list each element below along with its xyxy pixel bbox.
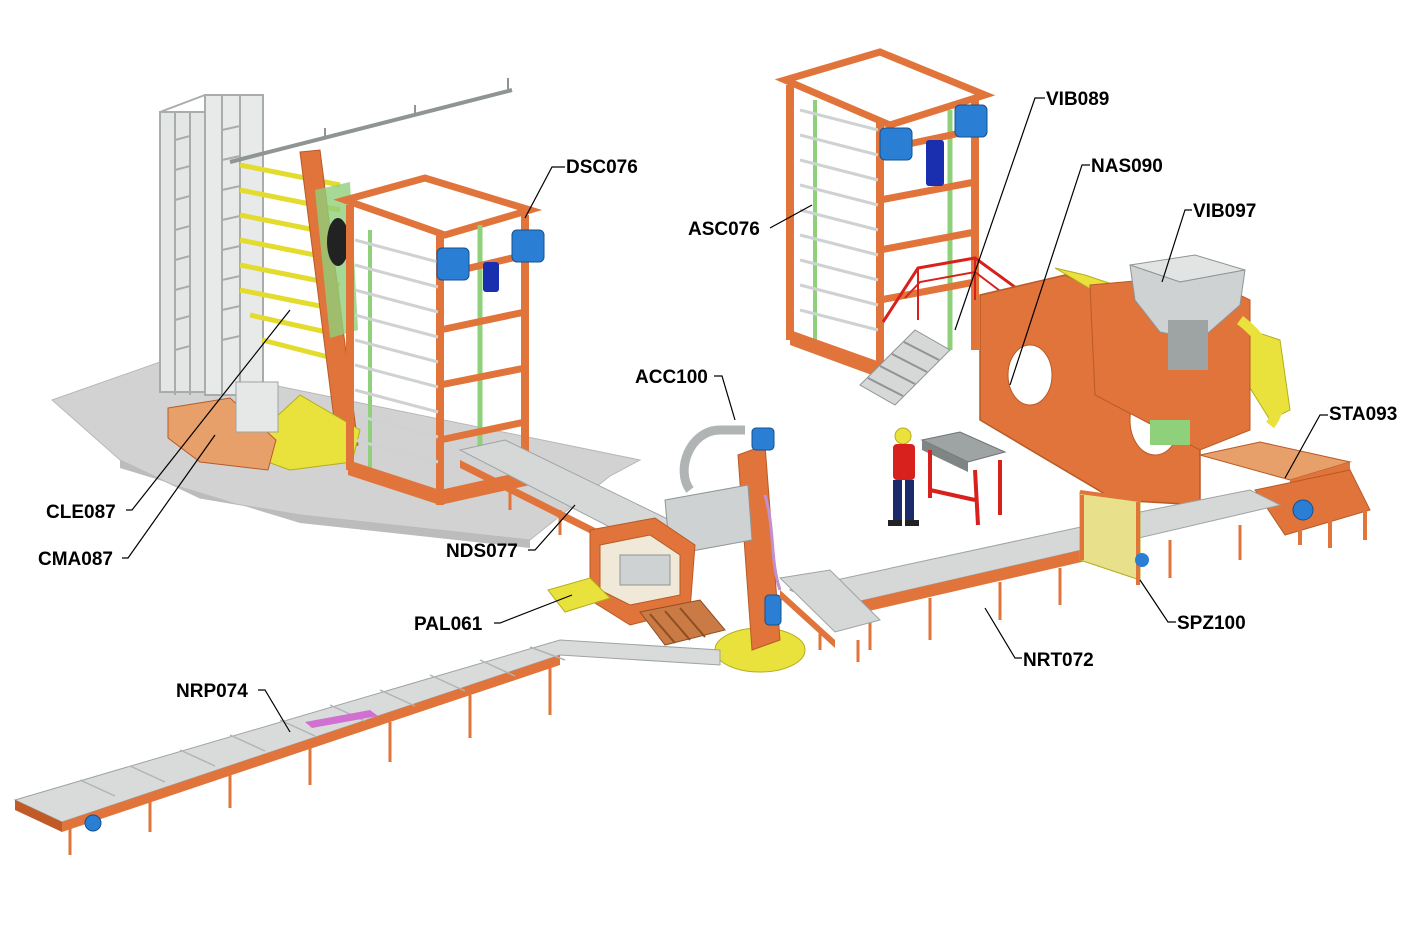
- leader-cle087: [126, 309, 291, 511]
- motor-icon: [511, 229, 545, 263]
- leader-asc076: [769, 204, 813, 229]
- inspection-table: [920, 431, 1007, 526]
- leader-sta093: [1284, 414, 1328, 479]
- label-dsc076: DSC076: [566, 157, 638, 178]
- stacker-table: [1199, 441, 1371, 548]
- leader-vib089: [954, 97, 1045, 331]
- label-sta093: STA093: [1329, 404, 1397, 425]
- leader-vib097: [1161, 209, 1192, 283]
- label-nrp074: NRP074: [176, 681, 248, 702]
- label-cle087: CLE087: [46, 502, 116, 523]
- hopper-body: [1129, 264, 1246, 341]
- access-stairs: [859, 256, 1031, 406]
- leader-pal061: [494, 594, 573, 624]
- motor-icon: [436, 247, 470, 281]
- label-spz100: SPZ100: [1177, 613, 1246, 634]
- motor-icon: [1292, 499, 1314, 521]
- conveyor-nrp074: [13, 639, 721, 855]
- operator-figure: [888, 427, 919, 526]
- hopper-outlet: [1168, 320, 1208, 370]
- brush-unit-spz100: [1079, 490, 1149, 585]
- cable-reel: [327, 218, 349, 266]
- motor-icon: [751, 427, 775, 451]
- vibrator-arm: [1236, 316, 1285, 429]
- storage-area: [51, 78, 642, 548]
- machine-green-mould: [1150, 420, 1190, 445]
- motor-icon: [84, 814, 102, 832]
- callout-labels: DSC076 ASC076 VIB089 NAS090 VIB097 ACC10…: [38, 89, 1397, 702]
- conveyor-link: [778, 569, 881, 662]
- leader-nrt072: [984, 607, 1022, 659]
- leader-dsc076: [524, 166, 565, 219]
- palletizer-acc100: [664, 425, 806, 673]
- leader-acc100: [714, 375, 736, 421]
- motor-icon: [954, 104, 988, 138]
- leader-lines: [122, 97, 1328, 733]
- gearbox-icon: [926, 140, 944, 186]
- label-cma087: CMA087: [38, 549, 113, 570]
- floor-slab-edge: [120, 460, 530, 548]
- storage-rack: [159, 94, 264, 396]
- label-nas090: NAS090: [1091, 156, 1163, 177]
- motor-icon: [1135, 553, 1149, 567]
- label-vib089: VIB089: [1046, 89, 1109, 110]
- descender-tower: [333, 174, 543, 505]
- leader-cma087: [122, 434, 216, 559]
- motor-icon: [764, 594, 782, 626]
- gearbox-icon: [483, 262, 499, 292]
- machine-window: [1007, 344, 1053, 406]
- overhead-rail: [229, 88, 513, 164]
- leader-nas090: [1009, 164, 1090, 386]
- label-vib097: VIB097: [1193, 201, 1256, 222]
- leader-spz100: [1139, 579, 1176, 623]
- storage-rack-rungs: [174, 125, 241, 351]
- label-acc100: ACC100: [635, 367, 708, 388]
- label-nrt072: NRT072: [1023, 650, 1094, 671]
- label-pal061: PAL061: [414, 614, 483, 635]
- electrical-cabinet: [235, 381, 279, 433]
- conveyor-nrt072: [788, 489, 1282, 650]
- label-nds077: NDS077: [446, 541, 518, 562]
- leader-nrp074: [258, 689, 291, 733]
- motor-icon: [879, 127, 913, 161]
- label-asc076: ASC076: [688, 219, 760, 240]
- leader-nds077: [528, 504, 576, 551]
- pallet-station-pal061: [547, 517, 726, 646]
